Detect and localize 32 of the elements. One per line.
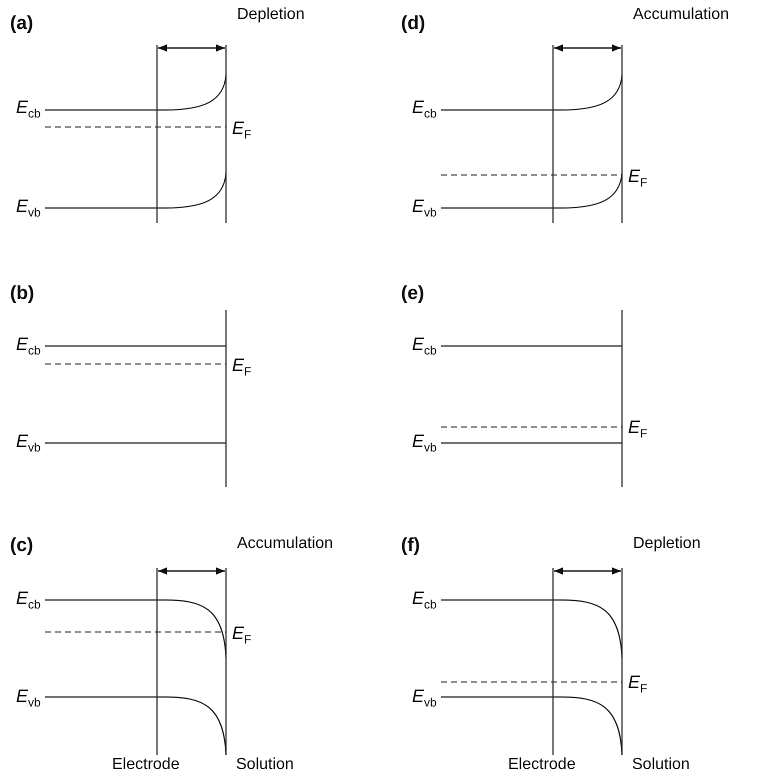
axis-label: Solution (236, 755, 294, 775)
panel-letter: (e) (401, 284, 424, 304)
energy-label: E$_{cb}$ (16, 588, 41, 614)
energy-label: E$_{F}$ (628, 417, 648, 443)
region-label: Depletion (237, 5, 305, 25)
energy-label: E$_{cb}$ (412, 588, 437, 614)
panel-letter: (d) (401, 14, 426, 34)
energy-label: E$_{F}$ (628, 166, 648, 192)
energy-label: E$_{vb}$ (16, 686, 41, 712)
energy-label: E$_{vb}$ (16, 196, 41, 222)
region-label: Accumulation (633, 5, 730, 25)
axis-label: Electrode (508, 755, 576, 775)
panel-letter: (f) (401, 536, 420, 556)
panel-letter: (b) (10, 284, 34, 304)
energy-label: E$_{cb}$ (412, 97, 437, 123)
region-label: Depletion (633, 534, 701, 554)
axis-label: Solution (632, 755, 690, 775)
panel-letter: (c) (10, 536, 34, 556)
energy-label: E$_{F}$ (232, 118, 252, 144)
energy-label: E$_{F}$ (232, 355, 252, 381)
energy-label: E$_{F}$ (628, 672, 648, 698)
energy-label: E$_{cb}$ (412, 334, 437, 360)
energy-label: E$_{vb}$ (412, 431, 437, 457)
energy-label: E$_{vb}$ (16, 431, 41, 457)
energy-label: E$_{cb}$ (16, 97, 41, 123)
energy-label: E$_{cb}$ (16, 334, 41, 360)
energy-label: E$_{vb}$ (412, 196, 437, 222)
energy-label: E$_{F}$ (232, 623, 252, 649)
energy-label: E$_{vb}$ (412, 686, 437, 712)
panel-letter: (a) (10, 14, 34, 34)
axis-label: Electrode (112, 755, 180, 775)
region-label: Accumulation (237, 534, 334, 554)
